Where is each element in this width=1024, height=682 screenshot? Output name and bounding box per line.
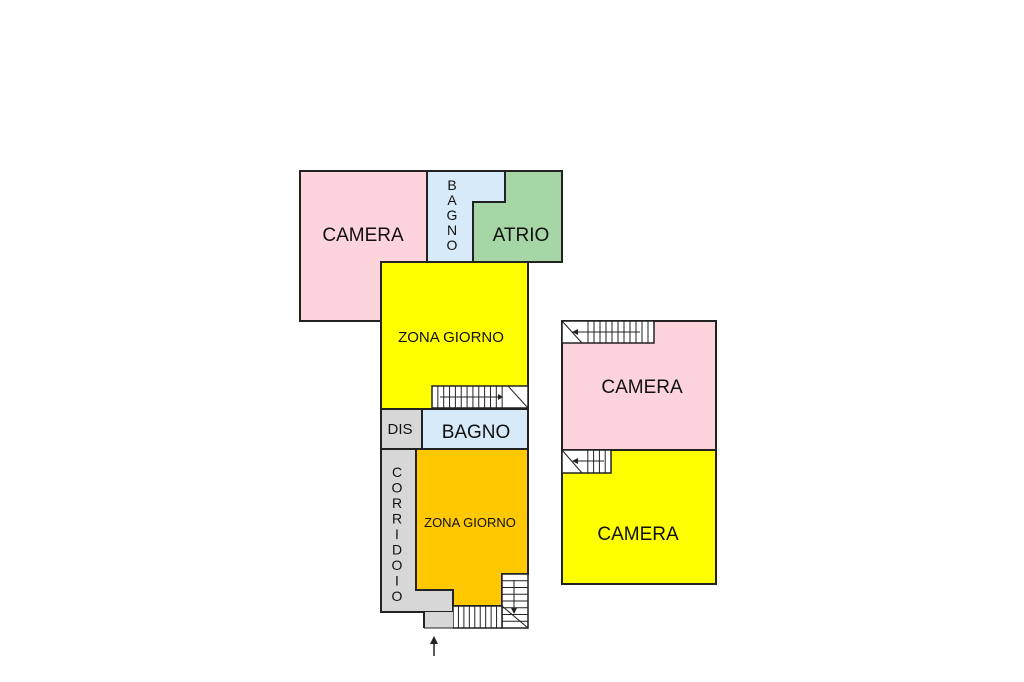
stairs-icon xyxy=(501,573,529,629)
vertical-label-letter: B xyxy=(447,177,456,193)
vertical-label-letter: I xyxy=(395,526,399,542)
camera-right-lower-room xyxy=(561,449,717,585)
vertical-label-letter: A xyxy=(447,192,457,208)
vertical-label-letter: O xyxy=(392,588,403,604)
camera-right-upper-label: CAMERA xyxy=(601,377,683,398)
vertical-label-letter: O xyxy=(392,480,403,496)
vertical-label-letter: G xyxy=(447,207,458,223)
bagno-label: BAGNO xyxy=(442,422,511,443)
vertical-label-letter: I xyxy=(395,573,399,589)
vertical-label-letter: R xyxy=(392,511,402,527)
stairs-icon xyxy=(561,320,655,344)
vertical-label-letter: R xyxy=(392,495,402,511)
vertical-label-letter: O xyxy=(447,237,458,253)
vertical-label-letter: C xyxy=(392,464,402,480)
arrow-up-icon xyxy=(430,636,438,656)
vertical-label-letter: N xyxy=(447,222,457,238)
zona-giorno-upper-room xyxy=(380,261,529,410)
vertical-label-letter: O xyxy=(392,557,403,573)
stairs-icon xyxy=(431,385,529,409)
atrio-label: ATRIO xyxy=(493,225,550,246)
camera-right-lower-label: CAMERA xyxy=(597,524,679,545)
zona-giorno-upper-label: ZONA GIORNO xyxy=(398,329,504,346)
dis-label: DIS xyxy=(387,421,412,438)
vertical-label-letter: D xyxy=(392,542,402,558)
camera-top-label: CAMERA xyxy=(322,225,404,246)
zona-giorno-lower-label: ZONA GIORNO xyxy=(424,515,516,530)
bagno-room xyxy=(421,408,529,450)
dis-room xyxy=(380,408,423,450)
bagno-vertical-label: BAGNO xyxy=(447,177,458,253)
stairs-icon xyxy=(452,605,529,629)
stairs-icon xyxy=(561,449,612,474)
